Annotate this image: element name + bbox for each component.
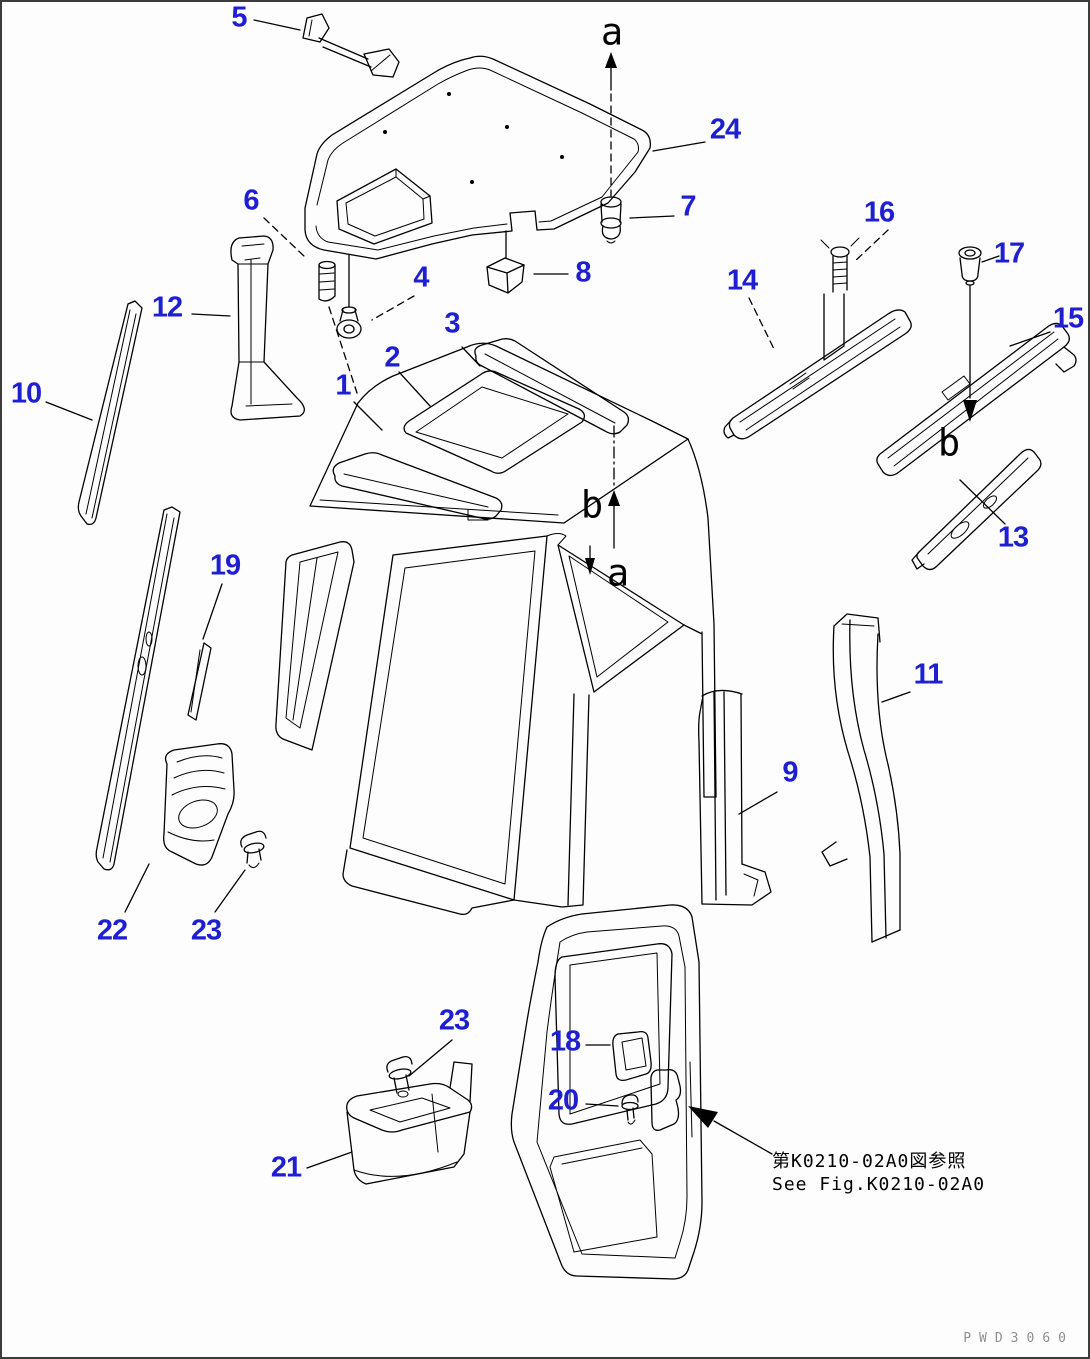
see-fig-note-jp: 第K0210-02A0図参照 xyxy=(772,1151,967,1172)
see-fig-note-en: See Fig.K0210-02A0 xyxy=(772,1174,986,1195)
part-callout-4: 4 xyxy=(413,261,429,294)
part-callout-9: 9 xyxy=(782,756,798,789)
clip-20 xyxy=(621,1094,639,1125)
rail-15 xyxy=(876,322,1077,477)
duct-22 xyxy=(163,743,235,866)
pillar-9 xyxy=(698,689,772,906)
part-callout-13: 13 xyxy=(997,521,1029,554)
part-callout-20: 20 xyxy=(547,1084,579,1117)
part-callout-23: 23 xyxy=(190,914,222,947)
part-callout-14: 14 xyxy=(726,264,758,297)
rail-13 xyxy=(911,448,1042,571)
section-letter-a: a xyxy=(606,551,630,595)
roof-hatch-opening xyxy=(403,370,586,474)
see-fig-arrow xyxy=(688,1106,773,1155)
part-callout-24: 24 xyxy=(709,113,741,146)
clip-23-upper xyxy=(240,830,267,869)
section-letter-b: b xyxy=(580,483,604,527)
part-callout-22: 22 xyxy=(96,914,128,947)
part-callout-12: 12 xyxy=(151,291,183,324)
part-callout-17: 17 xyxy=(993,237,1025,270)
handle-18 xyxy=(612,1030,652,1082)
console-21 xyxy=(346,1061,473,1185)
drawing-number-watermark: PWD3060 xyxy=(963,1331,1074,1346)
part-callout-8: 8 xyxy=(575,256,591,289)
part-callout-3: 3 xyxy=(444,307,460,340)
roof-panel-24 xyxy=(304,55,651,260)
cab-body xyxy=(275,338,717,916)
see-fig-note: 第K0210-02A0図参照 See Fig.K0210-02A0 xyxy=(772,1150,985,1196)
part-callout-18: 18 xyxy=(549,1025,581,1058)
door-panel xyxy=(510,904,703,1280)
box-8 xyxy=(486,230,525,294)
bolt-6 xyxy=(318,260,358,394)
section-letter-b: b xyxy=(937,421,961,465)
latch-cutout xyxy=(650,1061,693,1138)
part-callout-19: 19 xyxy=(209,549,241,582)
strip-left xyxy=(95,506,181,871)
part-callout-15: 15 xyxy=(1052,302,1084,335)
section-line-b xyxy=(585,425,620,575)
section-line-a xyxy=(605,52,617,197)
strip-10 xyxy=(77,300,143,526)
grommet-4 xyxy=(336,254,362,339)
rail-14 xyxy=(723,309,912,440)
part-callout-16: 16 xyxy=(863,196,895,229)
part-callout-6: 6 xyxy=(243,184,259,217)
part-callout-11: 11 xyxy=(913,658,944,691)
part-callout-2: 2 xyxy=(384,341,400,374)
pillar-12 xyxy=(230,235,305,421)
part-callout-1: 1 xyxy=(335,369,351,402)
plug-5 xyxy=(302,13,400,78)
plug-7 xyxy=(600,196,622,244)
part-callout-5: 5 xyxy=(231,1,247,34)
part-callout-7: 7 xyxy=(680,190,696,223)
screw-16 xyxy=(820,237,860,361)
leader-lines xyxy=(45,19,1051,1169)
strip-19 xyxy=(187,642,212,721)
section-letter-a: a xyxy=(600,10,624,54)
part-callout-10: 10 xyxy=(10,377,42,410)
clip-23-lower xyxy=(386,1056,413,1098)
pillar-11 xyxy=(821,613,901,943)
part-callout-21: 21 xyxy=(270,1151,302,1184)
part-callout-23: 23 xyxy=(438,1004,470,1037)
grommet-17 xyxy=(958,246,982,422)
